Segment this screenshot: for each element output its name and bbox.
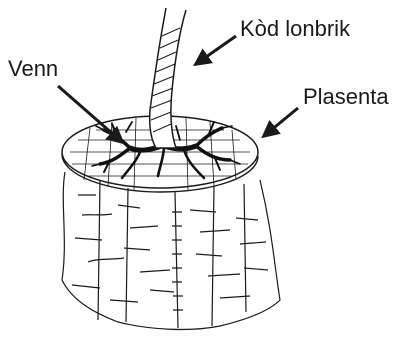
- arrow-placenta: [264, 108, 298, 136]
- umbilical-cord-label: Kòd lonbrik: [240, 18, 350, 40]
- membrane-sac: [62, 172, 280, 329]
- arrow-umbilical-cord: [196, 36, 236, 64]
- placenta-label: Plasenta: [303, 86, 389, 108]
- vein-label: Venn: [8, 58, 58, 80]
